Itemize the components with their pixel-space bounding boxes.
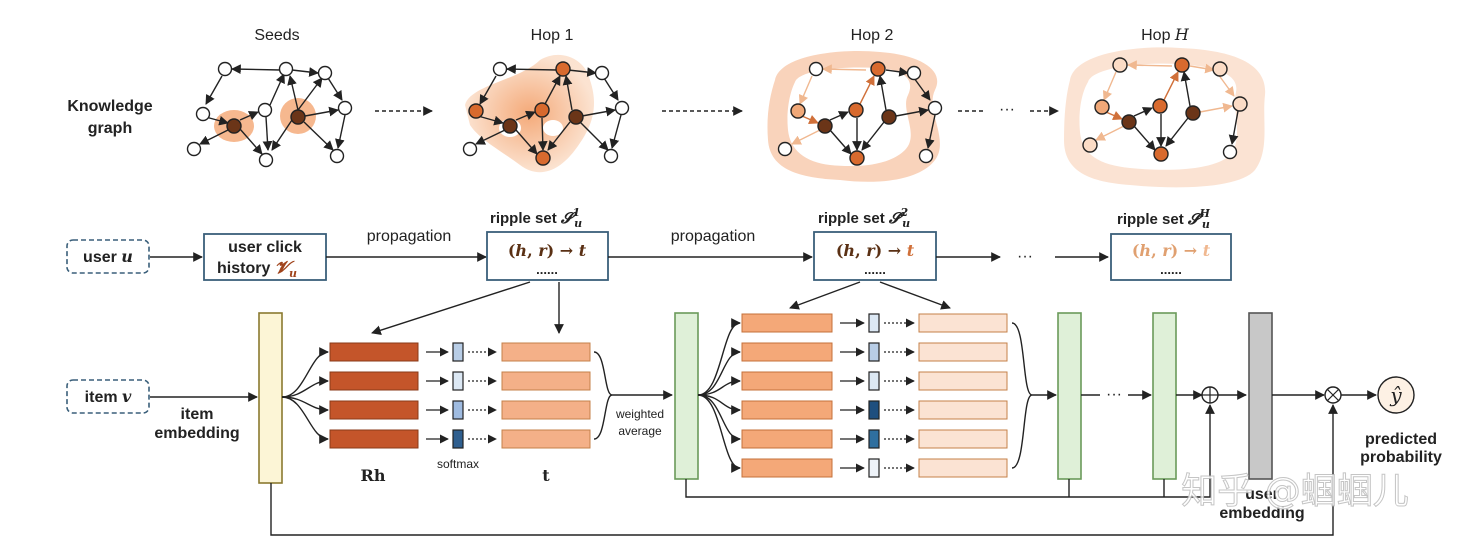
user-embedding-bar bbox=[1248, 312, 1273, 480]
item-embedding-line2: embedding bbox=[154, 425, 239, 442]
hopH-graph bbox=[1064, 47, 1266, 188]
item-fan-arrows bbox=[281, 347, 329, 444]
svg-text:......: ...... bbox=[1160, 262, 1182, 277]
ripple-set-1-box: (h, r) → t ...... bbox=[486, 231, 609, 281]
watermark: 知乎 @蝈蝈儿 bbox=[1181, 471, 1408, 512]
user-embedding-line1: user bbox=[1245, 486, 1279, 503]
hop2-output-bar bbox=[1057, 312, 1082, 480]
svg-text:user u: user u bbox=[83, 247, 133, 266]
hop2-rh-bars bbox=[741, 313, 833, 478]
hop2-t-bars bbox=[918, 313, 1008, 478]
hop1-brace bbox=[593, 351, 613, 440]
propagation-label-1: propagation bbox=[367, 228, 452, 245]
predicted-line1: predicted bbox=[1365, 431, 1437, 448]
softmax-label: softmax bbox=[437, 457, 479, 471]
item-embedding-line1: item bbox=[181, 406, 214, 423]
middle-ellipsis: ··· bbox=[1017, 248, 1033, 265]
svg-text:......: ...... bbox=[536, 262, 558, 277]
hop1-rh-bars bbox=[329, 342, 419, 449]
svg-text:ŷ: ŷ bbox=[1389, 383, 1402, 407]
ripple-set-2-box: (h, r) → t ...... bbox=[813, 231, 937, 281]
user-node: user u bbox=[66, 239, 150, 274]
stage-title-hopH: Hop H bbox=[1141, 25, 1190, 44]
kg-label-line1: Knowledge bbox=[67, 98, 152, 115]
weighted-average-line1: weighted bbox=[615, 407, 664, 421]
hop1-output-bar bbox=[674, 312, 699, 480]
item-node: item v bbox=[66, 379, 150, 414]
weighted-average-line2: average bbox=[618, 424, 662, 438]
hop2-brace bbox=[1011, 322, 1033, 469]
hop2-softmax-arrows bbox=[840, 318, 915, 473]
t-label: t bbox=[542, 466, 550, 485]
seeds-graph bbox=[186, 61, 353, 168]
top-ellipsis: ··· bbox=[999, 101, 1015, 118]
stage-title-hop1: Hop 1 bbox=[531, 27, 574, 44]
stage-title-seeds: Seeds bbox=[254, 27, 299, 44]
predicted-line2: probability bbox=[1360, 449, 1442, 466]
hop2-fan-arrows bbox=[697, 318, 741, 473]
hop1-softmax-cells bbox=[452, 342, 464, 449]
skip-line-item bbox=[270, 404, 1338, 536]
prediction-node: ŷ bbox=[1377, 376, 1415, 414]
hop1-t-bars bbox=[501, 342, 591, 449]
bottom-ellipsis: ··· bbox=[1106, 386, 1122, 403]
arrow-ripple2-t bbox=[879, 281, 951, 310]
hop2-graph bbox=[767, 50, 943, 182]
propagation-label-2: propagation bbox=[671, 228, 756, 245]
hop2-softmax-cells bbox=[868, 313, 880, 478]
svg-text:history 𝓥u: history 𝓥u bbox=[217, 258, 297, 280]
hopH-output-bar bbox=[1152, 312, 1177, 480]
user-embedding-line2: embedding bbox=[1219, 505, 1304, 522]
click-history-box: user click history 𝓥u bbox=[203, 233, 327, 281]
svg-text:......: ...... bbox=[864, 262, 886, 277]
item-embedding-bar bbox=[258, 312, 283, 484]
skip-line-hop1 bbox=[685, 404, 1215, 498]
product-node bbox=[1324, 386, 1342, 404]
stage-title-hop2: Hop 2 bbox=[851, 27, 894, 44]
sum-node bbox=[1201, 386, 1219, 404]
svg-text:user click: user click bbox=[228, 239, 302, 256]
rh-label: Rh bbox=[361, 466, 386, 485]
hop1-softmax-arrows bbox=[426, 347, 497, 444]
svg-text:(h, r) → t: (h, r) → t bbox=[508, 241, 587, 260]
hop1-graph bbox=[462, 54, 630, 173]
svg-text:(h, r) → t: (h, r) → t bbox=[836, 241, 915, 260]
ripple-set-H-box: (h, r) → t ...... bbox=[1110, 233, 1232, 281]
svg-text:(h, r) → t: (h, r) → t bbox=[1132, 241, 1211, 260]
kg-label-line2: graph bbox=[88, 120, 132, 137]
arrow-ripple1-rh bbox=[371, 281, 531, 335]
svg-text:item v: item v bbox=[85, 387, 132, 406]
arrow-ripple2-rh bbox=[789, 281, 861, 310]
